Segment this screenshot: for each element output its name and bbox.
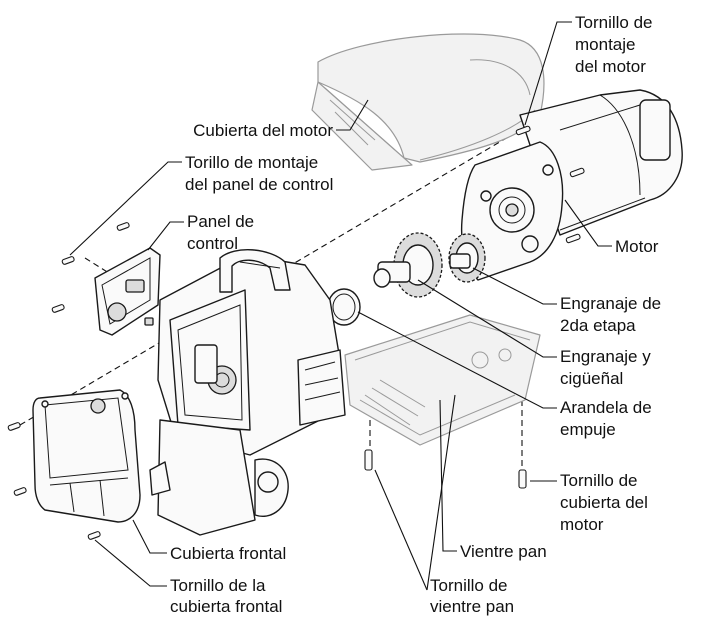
label-panel-2: control [187,234,238,253]
label-crank-1: Engranaje y [560,347,651,366]
second-stage-gear-part [448,233,486,283]
belly-pan-part [344,314,541,446]
front-cover-screws [7,422,101,540]
leader-pan-screw-b [426,394,456,591]
label-panel-screw-2: del panel de control [185,175,333,194]
label-cover-screw-2: cubierta del [560,493,648,512]
label-front-cover: Cubierta frontal [170,544,286,563]
leader-motor [564,199,612,247]
control-panel-part [94,247,161,336]
label-panel-screw-1: Torillo de montaje [185,153,318,172]
label-motor-cover: Cubierta del motor [193,121,333,140]
motor-mounting-screws [515,125,585,244]
label-belly-pan: Vientre pan [460,542,547,561]
leader-front-screw [94,539,167,587]
label-motor: Motor [615,237,659,256]
front-cover-part [32,389,141,523]
label-washer-2: empuje [560,420,616,439]
leader-front-cover [132,519,167,554]
motor-cover-part [311,33,545,171]
label-front-screw-1: Tornillo de la [170,576,266,595]
leader-gear2 [472,267,557,305]
label-gear2-1: Engranaje de [560,294,661,313]
belly-pan-screws [364,449,527,489]
leader-panel [147,221,184,251]
control-panel-screws [51,222,130,313]
leader-pan-screw-a [374,469,428,591]
label-gear2-2: 2da etapa [560,316,636,335]
label-crank-2: cigüeñal [560,369,623,388]
leader-panel-screw [69,161,182,256]
label-cover-screw-1: Tornillo de [560,471,638,490]
label-panel-1: Panel de [187,212,254,231]
pump-housing-part [149,249,346,536]
label-washer-1: Arandela de [560,398,652,417]
leader-crank [417,279,557,358]
leader-washer [357,311,557,409]
label-motor-screw-3: del motor [575,57,646,76]
motor-part [460,89,683,281]
label-front-screw-2: cubierta frontal [170,597,282,616]
label-pan-screw-1: Tornillo de [430,576,508,595]
leader-belly-pan [439,399,457,552]
label-motor-screw-2: montaje [575,35,635,54]
leader-motor-screw [524,21,572,126]
label-pan-screw-2: vientre pan [430,597,514,616]
crankshaft-gear-part [373,232,443,298]
leader-motor-cover [336,99,369,131]
label-motor-screw-1: Tornillo de [575,13,653,32]
label-cover-screw-3: motor [560,515,604,534]
